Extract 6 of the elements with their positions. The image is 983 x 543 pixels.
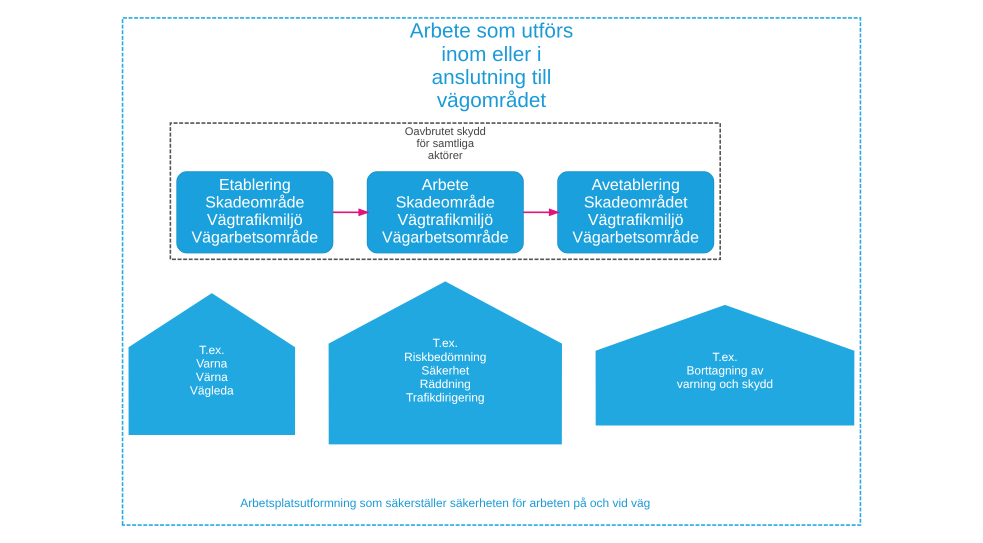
arrow (332, 208, 370, 216)
label: Arbetsplatsutformning som säkerställer säkerheten för arbeten på och vid väg (240, 496, 650, 510)
node-box: Etablering Skadeområde Vägtrafikmiljö Vägarbetsområde (176, 171, 334, 254)
node-box: Avetablering Skadeområdet Vägtrafikmiljö Vägarbetsområde (557, 171, 714, 254)
node-box: Arbete Skadeområde Vägtrafikmiljö Vägarbetsområde (366, 171, 524, 254)
arrow (523, 208, 560, 216)
